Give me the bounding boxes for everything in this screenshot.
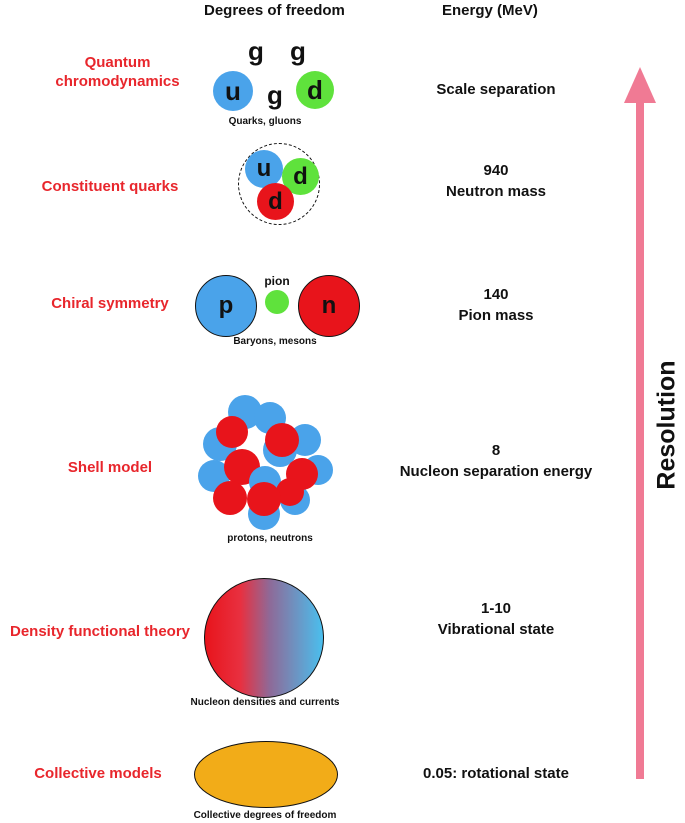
up-quark: u [245,150,283,188]
nucleus-cluster [198,395,333,530]
resolution-arrow [624,67,656,779]
energy-scale-separation: Scale separation [436,81,556,98]
down-quark-label: d [307,74,323,105]
down-quark: d [257,183,294,220]
resolution-label: Resolution [652,360,681,490]
level-qcd: Quantum chromodynamics [55,54,180,90]
pion [265,290,289,314]
proton-label: p [218,292,234,319]
density-sphere [204,578,324,698]
level-shell-model: Shell model [67,459,153,476]
caption-protons-neutrons: protons, neutrons [227,533,313,544]
nucleon-boundary [238,143,320,225]
header-degrees: Degrees of freedom [204,2,345,19]
up-quark: u [213,71,253,111]
level-collective-models: Collective models [34,765,162,782]
energy-8: 8 Nucleon separation energy [399,442,593,480]
caption-nucleon-densities: Nucleon densities and currents [190,697,340,708]
energy-1-10: 1-10 Vibrational state [437,600,555,638]
header-energy: Energy (MeV) [442,2,538,19]
down-quark-label: d [268,187,283,215]
up-quark-label: u [225,75,241,106]
energy-0-05: 0.05: rotational state [423,765,569,782]
caption-quarks-gluons: Quarks, gluons [228,116,302,127]
energy-140: 140 Pion mass [458,286,534,324]
caption-collective-degrees: Collective degrees of freedom [193,810,337,821]
gluon-symbol: g [290,36,306,66]
down-quark: d [296,71,334,109]
pion-label: pion [264,274,290,288]
gluon-symbol: g [248,36,264,66]
neutron-label: n [321,292,337,319]
up-quark-label: u [256,155,272,182]
energy-940: 940 Neutron mass [445,162,547,200]
level-constituent-quarks: Constituent quarks [41,178,179,195]
collective-ellipse [194,741,338,808]
neutron: n [298,275,360,337]
level-chiral-symmetry: Chiral symmetry [51,295,169,312]
level-density-functional-theory: Density functional theory [9,623,191,640]
caption-baryons-mesons: Baryons, mesons [233,336,317,347]
gluon-symbol: g [267,80,283,110]
down-quark-label: d [293,162,308,190]
proton: p [195,275,257,337]
